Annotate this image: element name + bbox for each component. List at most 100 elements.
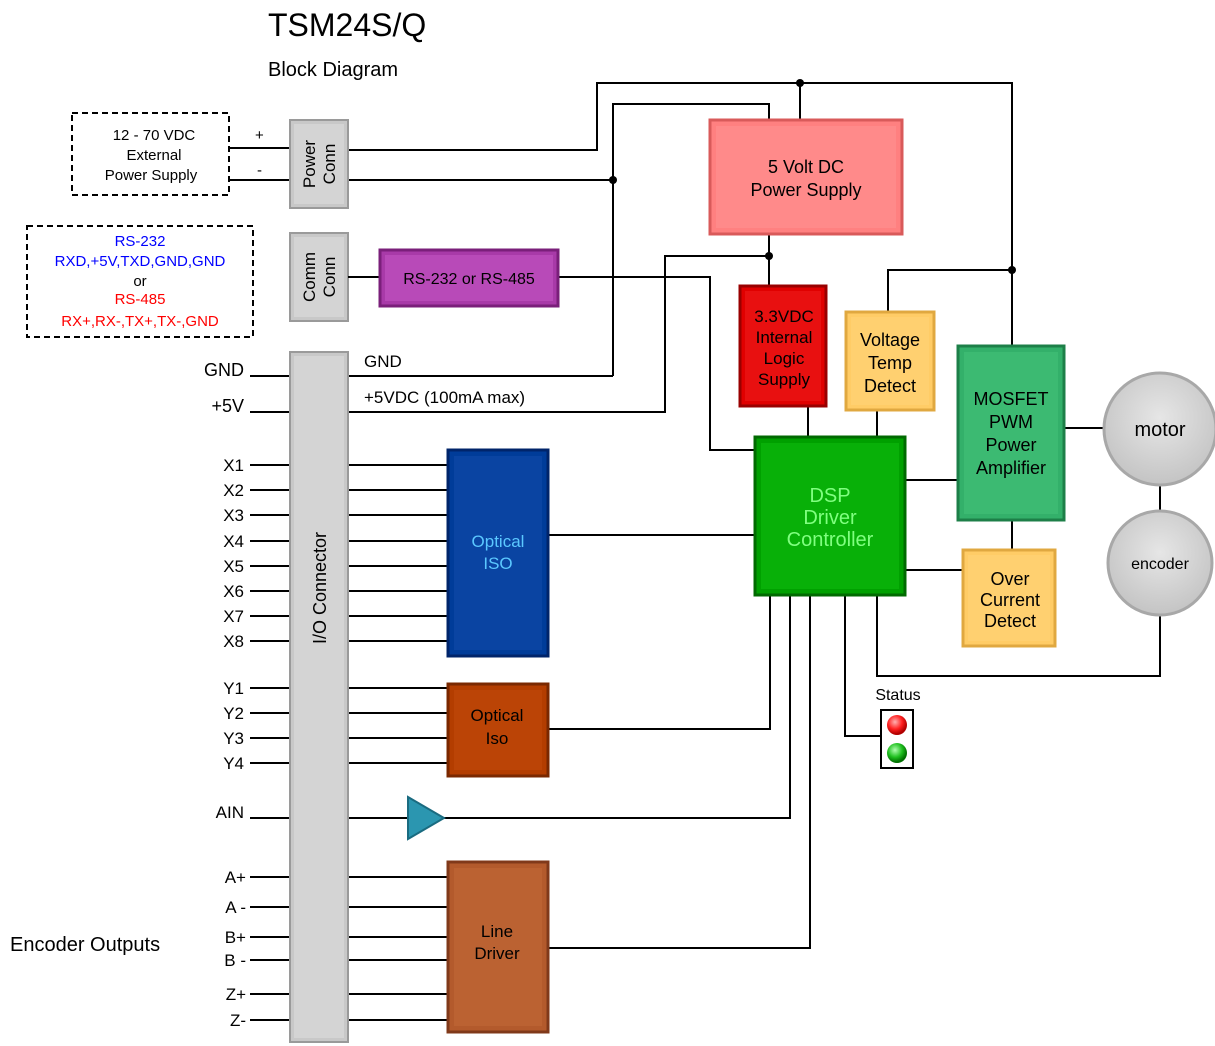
encoder-pin-label: A+ — [225, 868, 246, 887]
comm-conn-line1: Comm — [300, 252, 319, 302]
encoder-pin-label: Z- — [230, 1011, 246, 1030]
line-driver-line2: Driver — [474, 944, 520, 963]
optical-iso-inputs: Optical ISO — [446, 448, 550, 658]
external-power-supply: 12 - 70 VDC External Power Supply — [71, 112, 230, 196]
output-label: Y4 — [223, 754, 244, 773]
status-label: Status — [875, 687, 920, 704]
encoder-pin-labels: A+ A - B+ B - Z+ Z- — [224, 868, 246, 1030]
rs485-title: RS-485 — [115, 291, 166, 308]
gnd-wire-label: GND — [364, 352, 402, 371]
mosfet-line3: Power — [985, 435, 1036, 455]
input-label: X7 — [223, 607, 244, 626]
gnd-pin-label: GND — [204, 360, 244, 380]
green-led-icon — [887, 743, 907, 763]
power-conn-line2: Conn — [320, 144, 339, 185]
wires — [229, 82, 1161, 949]
comm-port-description: RS-232 RXD,+5V,TXD,GND,GND or RS-485 RX+… — [26, 225, 254, 338]
minus-label: - — [257, 162, 262, 179]
dsp-line3: Controller — [787, 529, 874, 551]
motor: motor — [1102, 371, 1215, 487]
output-pin-wires — [250, 687, 448, 764]
dsp-line2: Driver — [803, 507, 857, 529]
encoder: encoder — [1106, 509, 1214, 617]
ain-label: AIN — [216, 803, 244, 822]
voltage-temp-detect: Voltage Temp Detect — [844, 310, 936, 412]
v5-wire-label: +5VDC (100mA max) — [364, 388, 525, 407]
rs-transceiver-block: RS-232 or RS-485 — [378, 248, 560, 308]
input-label: X2 — [223, 481, 244, 500]
encoder-label: encoder — [1131, 556, 1189, 573]
page-subtitle: Block Diagram — [268, 59, 398, 81]
over-current-line1: Over — [990, 569, 1029, 589]
mosfet-line4: Amplifier — [976, 458, 1046, 478]
power-conn-line1: Power — [300, 140, 319, 189]
encoder-pin-wires — [250, 876, 448, 1021]
rs485-pins: RX+,RX-,TX+,TX-,GND — [61, 313, 219, 330]
optical-iso-outputs: Optical Iso — [446, 682, 550, 778]
page-title: TSM24S/Q — [268, 7, 426, 43]
mosfet-line1: MOSFET — [974, 389, 1049, 409]
io-connector-label: I/O Connector — [310, 532, 330, 644]
dsp-controller: DSP Driver Controller — [753, 435, 907, 597]
line-driver-line1: Line — [481, 922, 513, 941]
dsp-line1: DSP — [809, 485, 850, 507]
comm-conn-line2: Conn — [320, 257, 339, 298]
logic-line2: Internal — [756, 328, 813, 347]
power-connector: Power Conn — [289, 119, 349, 209]
encoder-outputs-label: Encoder Outputs — [10, 934, 160, 956]
power-supply-line1: 12 - 70 VDC — [113, 127, 196, 144]
over-current-line2: Current — [980, 590, 1040, 610]
io-connector: I/O Connector — [289, 351, 349, 1043]
five-volt-line1: 5 Volt DC — [768, 157, 844, 177]
plus-label: + — [255, 127, 264, 144]
encoder-pin-label: B+ — [225, 928, 246, 947]
motor-label: motor — [1134, 419, 1185, 441]
five-volt-supply: 5 Volt DC Power Supply — [708, 118, 904, 236]
voltage-line2: Temp — [868, 353, 912, 373]
rs-block-label: RS-232 or RS-485 — [403, 271, 535, 288]
output-label: Y2 — [223, 704, 244, 723]
line-driver: Line Driver — [446, 860, 550, 1034]
mosfet-line2: PWM — [989, 412, 1033, 432]
over-current-line3: Detect — [984, 611, 1036, 631]
optical-out-line1: Optical — [471, 706, 524, 725]
encoder-pin-label: B - — [224, 951, 246, 970]
input-label: X6 — [223, 582, 244, 601]
input-label: X3 — [223, 506, 244, 525]
optical-out-line2: Iso — [486, 729, 509, 748]
junction-dots — [609, 79, 1016, 274]
input-label: X5 — [223, 557, 244, 576]
analog-buffer-icon — [407, 795, 446, 841]
output-label: Y1 — [223, 679, 244, 698]
comm-connector: Comm Conn — [289, 232, 349, 322]
input-pin-wires — [250, 464, 448, 642]
logic-line3: Logic — [764, 349, 805, 368]
mosfet-amplifier: MOSFET PWM Power Amplifier — [956, 344, 1066, 522]
input-labels: X1 X2 X3 X4 X5 X6 X7 X8 — [223, 456, 244, 651]
input-label: X8 — [223, 632, 244, 651]
rs232-title: RS-232 — [115, 233, 166, 250]
input-label: X1 — [223, 456, 244, 475]
encoder-pin-label: A - — [225, 898, 246, 917]
voltage-line3: Detect — [864, 376, 916, 396]
or-label: or — [133, 273, 146, 290]
red-led-icon — [887, 715, 907, 735]
power-supply-line3: Power Supply — [105, 167, 198, 184]
rs232-pins: RXD,+5V,TXD,GND,GND — [55, 253, 226, 270]
output-labels: Y1 Y2 Y3 Y4 — [223, 679, 244, 773]
optical-in-line1: Optical — [472, 532, 525, 551]
status-indicator — [880, 709, 914, 769]
logic-line1: 3.3VDC — [754, 307, 814, 326]
logic-supply: 3.3VDC Internal Logic Supply — [738, 284, 828, 408]
power-supply-line2: External — [126, 147, 181, 164]
encoder-pin-label: Z+ — [226, 985, 246, 1004]
v5-pin-label: +5V — [211, 396, 244, 416]
input-label: X4 — [223, 532, 244, 551]
optical-in-line2: ISO — [483, 554, 512, 573]
output-label: Y3 — [223, 729, 244, 748]
voltage-line1: Voltage — [860, 330, 920, 350]
five-volt-line2: Power Supply — [750, 180, 861, 200]
logic-line4: Supply — [758, 370, 810, 389]
over-current-detect: Over Current Detect — [961, 548, 1057, 648]
